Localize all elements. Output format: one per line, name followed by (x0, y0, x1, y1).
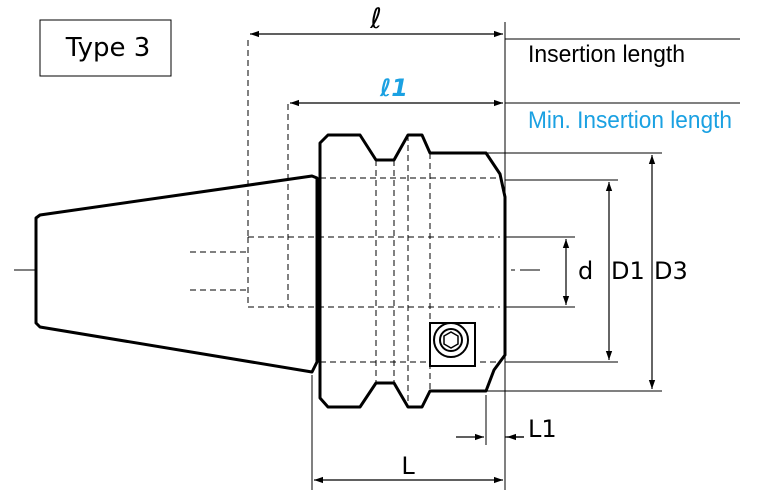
dim-L-label: L (401, 452, 415, 480)
extension-lines (311, 22, 740, 490)
type-label-box (39, 19, 172, 77)
hidden-lines (190, 40, 500, 407)
dim-d-label: d (578, 257, 593, 285)
dim-l-label: ℓ (369, 2, 382, 35)
min-insertion-length-label: Min. Insertion length (528, 107, 732, 134)
type-label: Type 3 (65, 33, 151, 63)
taper-shank (34, 174, 319, 374)
dimension-arrows (250, 30, 656, 484)
dim-D3-label: D3 (654, 257, 688, 285)
flange-body (318, 133, 507, 409)
dim-D1-label: D1 (611, 257, 645, 285)
dim-l1-label: ℓ1 (379, 74, 408, 102)
set-screw-icon (429, 322, 476, 367)
insertion-length-label: Insertion length (528, 41, 685, 68)
dim-L1-label: L1 (528, 415, 557, 443)
